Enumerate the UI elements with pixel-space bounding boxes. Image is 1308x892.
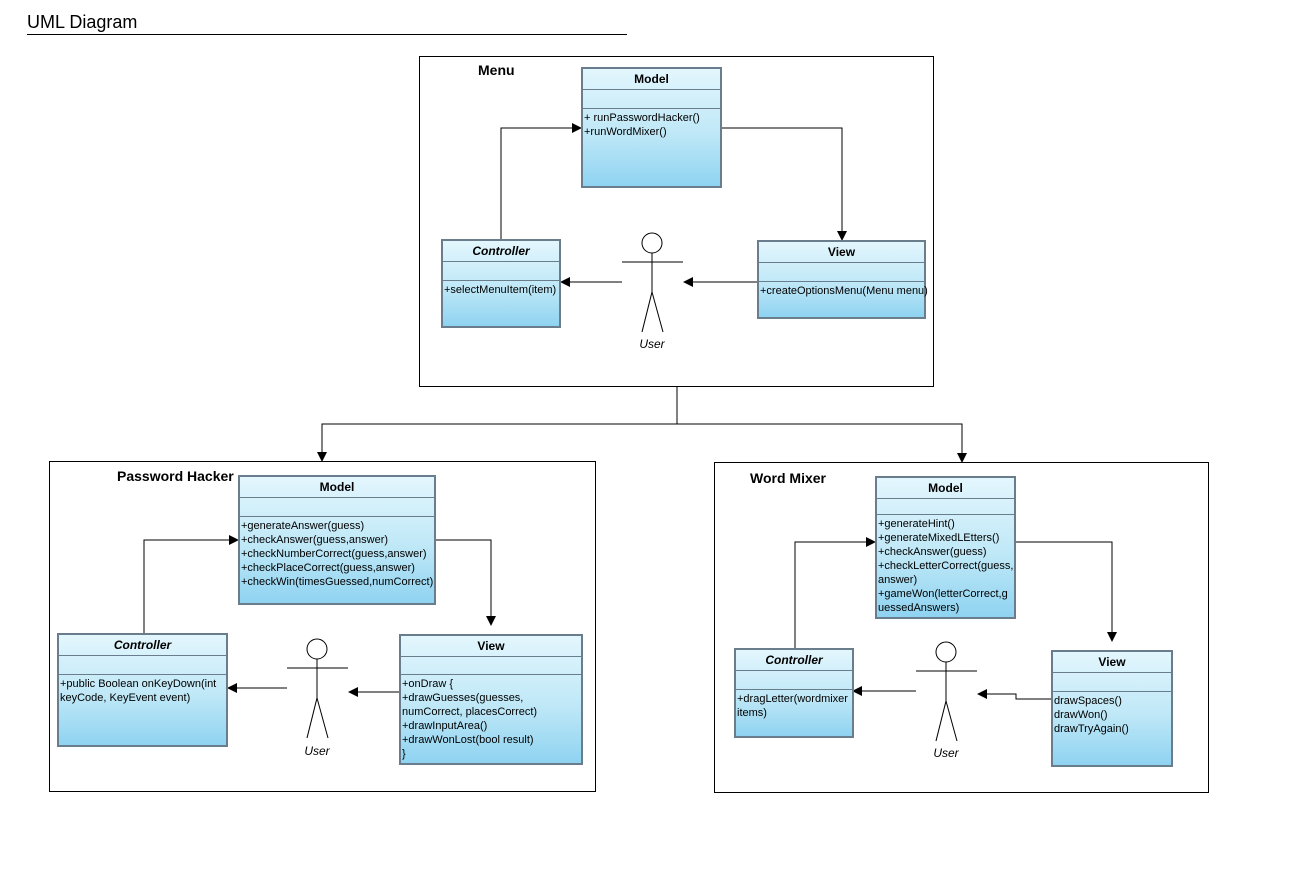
operation: +drawInputArea(): [402, 720, 488, 732]
menu-split-line: [317, 387, 678, 462]
ph-user-label: User: [304, 744, 330, 758]
class-attributes: [443, 262, 559, 281]
operation: + runPasswordHacker(): [584, 112, 700, 124]
class-title: Controller: [736, 650, 852, 671]
menu-controller-class: Controller +selectMenuItem(item): [441, 239, 561, 328]
menu-frame-label: Menu: [478, 62, 515, 78]
operation: +drawGuesses(guesses, numCorrect, places…: [402, 692, 538, 718]
page-title: UML Diagram: [27, 11, 627, 35]
operation: +checkNumberCorrect(guess,answer): [241, 548, 427, 560]
class-operations: drawSpaces() drawWon() drawTryAgain(): [1053, 692, 1171, 738]
operation: +checkAnswer(guess,answer): [241, 534, 389, 546]
class-operations: +generateHint() +generateMixedLEtters() …: [877, 515, 1014, 617]
operation: drawTryAgain(): [1054, 723, 1129, 735]
class-attributes: [583, 90, 720, 109]
class-operations: + runPasswordHacker() +runWordMixer(): [583, 109, 720, 141]
class-operations: +onDraw { +drawGuesses(guesses, numCorre…: [401, 675, 581, 763]
operation: +checkLetterCorrect(guess, answer): [878, 560, 1014, 586]
password-hacker-frame-label: Password Hacker: [117, 468, 234, 484]
operation: drawSpaces(): [1054, 695, 1122, 707]
class-title: Controller: [443, 241, 559, 262]
class-attributes: [240, 498, 434, 517]
operation: +onDraw {: [402, 678, 454, 690]
class-operations: +generateAnswer(guess) +checkAnswer(gues…: [240, 517, 434, 591]
class-title: Model: [583, 69, 720, 90]
class-operations: +public Boolean onKeyDown(int keyCode, K…: [59, 675, 226, 707]
operation: +generateMixedLEtters(): [878, 532, 1000, 544]
operation: +checkWin(timesGuessed,numCorrect): [241, 576, 434, 588]
operation: +gameWon(letterCorrect,guessedAnswers): [878, 588, 1008, 614]
class-attributes: [736, 671, 852, 690]
class-title: View: [759, 242, 924, 263]
wm-controller-class: Controller +dragLetter(wordmixer items): [734, 648, 854, 738]
class-title: View: [401, 636, 581, 657]
ph-controller-class: Controller +public Boolean onKeyDown(int…: [57, 633, 228, 747]
class-attributes: [759, 263, 924, 282]
word-mixer-frame-label: Word Mixer: [750, 470, 826, 486]
operation: +checkAnswer(guess): [878, 546, 987, 558]
class-title: View: [1053, 652, 1171, 673]
class-attributes: [1053, 673, 1171, 692]
wm-model-class: Model +generateHint() +generateMixedLEtt…: [875, 476, 1016, 619]
operation: +selectMenuItem(item): [444, 284, 557, 296]
class-operations: +selectMenuItem(item): [443, 281, 559, 299]
wm-user-label: User: [933, 746, 959, 760]
operation: +runWordMixer(): [584, 126, 667, 138]
operation: +createOptionsMenu(Menu menu): [760, 285, 928, 297]
class-title: Model: [877, 478, 1014, 499]
class-title: Controller: [59, 635, 226, 656]
operation: +drawWonLost(bool result): [402, 734, 534, 746]
menu-view-class: View +createOptionsMenu(Menu menu): [757, 240, 928, 319]
wm-view-class: View drawSpaces() drawWon() drawTryAgain…: [1051, 650, 1173, 767]
class-attributes: [401, 657, 581, 675]
menu-to-word-mixer-arrow: [677, 423, 967, 463]
ph-view-class: View +onDraw { +drawGuesses(guesses, num…: [399, 634, 583, 765]
menu-user-label: User: [639, 337, 665, 351]
class-operations: +dragLetter(wordmixer items): [736, 690, 852, 722]
operation: }: [402, 748, 406, 760]
class-attributes: [59, 656, 226, 675]
ph-model-class: Model +generateAnswer(guess) +checkAnswe…: [238, 475, 436, 605]
operation: +generateHint(): [878, 518, 955, 530]
class-operations: +createOptionsMenu(Menu menu): [759, 282, 928, 300]
operation: +public Boolean onKeyDown(int keyCode, K…: [60, 678, 217, 704]
operation: +generateAnswer(guess): [241, 520, 365, 532]
operation: +dragLetter(wordmixer items): [737, 693, 848, 719]
operation: +checkPlaceCorrect(guess,answer): [241, 562, 415, 574]
class-title: Model: [240, 477, 434, 498]
menu-model-class: Model + runPasswordHacker() +runWordMixe…: [581, 67, 722, 188]
class-attributes: [877, 499, 1014, 515]
operation: drawWon(): [1054, 709, 1108, 721]
